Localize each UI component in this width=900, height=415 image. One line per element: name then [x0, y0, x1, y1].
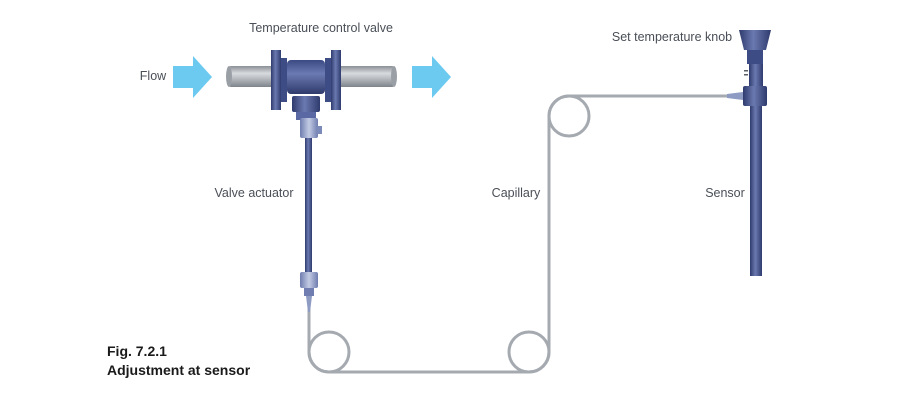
- figure-number: Fig. 7.2.1: [107, 343, 167, 359]
- sensor: [727, 30, 771, 276]
- figure-title: Adjustment at sensor: [107, 362, 251, 378]
- label-set-temperature-knob: Set temperature knob: [612, 30, 732, 44]
- capillary-coil: [307, 330, 351, 374]
- label-flow: Flow: [140, 69, 167, 83]
- valve-actuator: [300, 118, 322, 312]
- capillary-coil: [547, 94, 591, 138]
- arrow-right-icon: [412, 56, 451, 98]
- knob-icon: [739, 30, 771, 50]
- arrow-right-icon: [173, 56, 212, 98]
- label-capillary: Capillary: [492, 186, 541, 200]
- temperature-control-valve: [271, 50, 341, 120]
- capillary-coil: [507, 330, 551, 374]
- label-temperature-control-valve: Temperature control valve: [249, 21, 393, 35]
- label-sensor: Sensor: [705, 186, 745, 200]
- capillary-tube: [307, 94, 727, 374]
- label-valve-actuator: Valve actuator: [215, 186, 294, 200]
